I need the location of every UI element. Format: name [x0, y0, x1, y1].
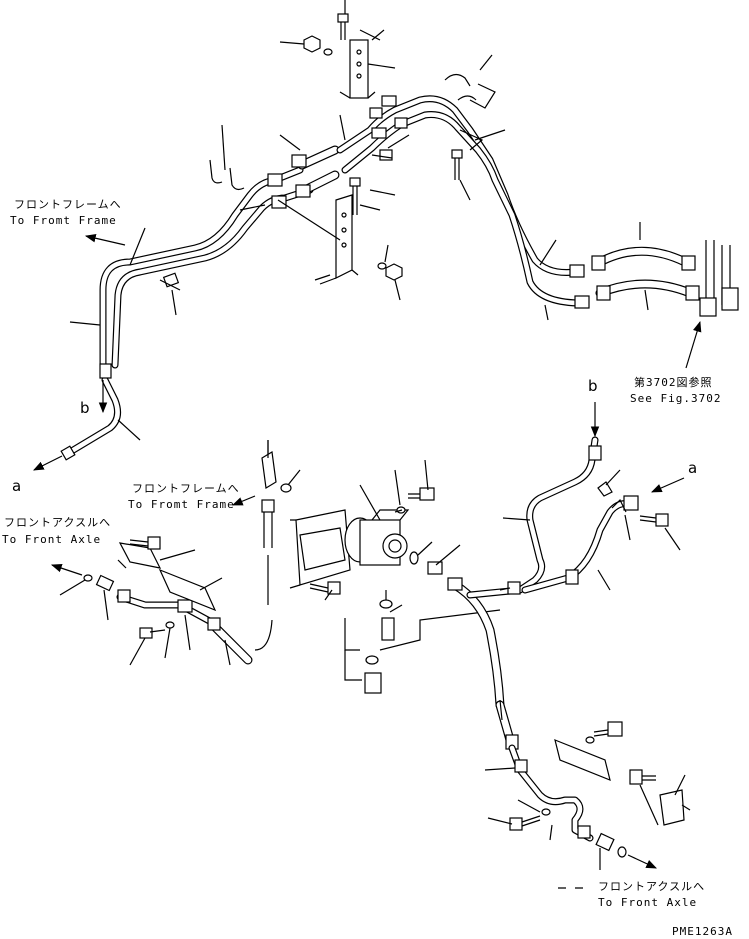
label-to-front-axle-bottom-jp: フロントアクスルへ	[598, 880, 706, 893]
tube-to-b	[466, 436, 599, 599]
tube-fitting	[574, 295, 590, 309]
o-ring-left	[83, 574, 93, 582]
top-bolt	[337, 13, 349, 40]
tube-fitting	[394, 117, 408, 129]
tube-fitting	[381, 95, 397, 107]
label-see-fig-en: See Fig.3702	[630, 392, 722, 405]
arrow-see-fig	[685, 320, 702, 369]
leader-lines-upper	[69, 0, 649, 441]
lower-switch	[364, 655, 382, 694]
o-ring	[409, 551, 419, 565]
clip-bolt	[451, 149, 463, 180]
fitting-b-right	[588, 445, 602, 461]
hose-fitting	[295, 184, 311, 198]
tube-fitting	[565, 569, 579, 585]
label-to-front-axle-bottom-en: To Front Axle	[598, 896, 698, 909]
tube-fitting	[577, 825, 591, 839]
bottom-bolt-3	[509, 808, 551, 831]
arrow-to-front-axle-left	[50, 563, 83, 576]
label-to-front-axle-left-jp: フロントアクスルへ	[4, 516, 112, 529]
label-to-front-frame-top-jp: フロントフレームへ	[14, 198, 122, 211]
left-bolt-1	[129, 536, 161, 550]
ref-a-left: a	[12, 477, 22, 495]
ref-a-right: a	[688, 459, 698, 477]
elbow-fitting	[261, 440, 292, 493]
upper-tube-line-2	[111, 186, 314, 369]
right-hose-pair	[593, 246, 695, 298]
support-rod	[277, 199, 341, 241]
valve-block-fig3702	[699, 240, 739, 317]
upper-tube-line-1	[99, 166, 304, 374]
tube-fitting	[177, 599, 193, 613]
adapter-left	[95, 574, 115, 592]
left-hose	[207, 619, 273, 665]
fitting-a-right	[611, 495, 639, 513]
bottom-clamp-bracket	[554, 739, 611, 781]
drawing-code: PME1263A	[672, 925, 733, 938]
label-see-fig-jp: 第3702図参照	[634, 376, 713, 389]
fitting-a-left	[60, 445, 76, 461]
clamp-bolt-left	[159, 272, 181, 291]
lower-bracket-bolt	[309, 581, 341, 595]
label-to-front-frame-mid-jp: フロントフレームへ	[132, 482, 240, 495]
u-clips	[444, 73, 496, 151]
tube-fitting	[569, 264, 585, 278]
tube-fitting	[514, 759, 528, 773]
hose-fitting	[681, 255, 696, 271]
tube-fitting	[371, 127, 387, 139]
hose-fitting	[591, 255, 606, 271]
hose-fitting	[267, 173, 283, 187]
mid-nut	[377, 262, 403, 281]
adapter-bottom	[595, 832, 615, 852]
fitting-b-top	[99, 363, 112, 379]
top-bracket	[339, 29, 381, 99]
arrow-a-right	[651, 477, 685, 493]
arrow-to-front-frame-top	[84, 233, 126, 246]
arrow-to-front-axle-bottom	[627, 854, 657, 869]
bottom-bolt-1	[585, 721, 623, 744]
tube-fitting	[369, 107, 383, 119]
hose-fitting	[291, 154, 307, 168]
ref-b-top: b	[80, 399, 90, 417]
upper-tube-to-a	[66, 376, 122, 456]
mid-bolt	[349, 177, 361, 215]
relay-valve	[344, 509, 410, 566]
hose-fitting	[271, 195, 287, 209]
upper-tube-right-2	[341, 111, 582, 307]
o-ring-bottom	[617, 846, 627, 858]
left-bolt-2	[139, 621, 175, 639]
arrow-to-front-frame-mid	[232, 495, 256, 506]
hose-fitting	[685, 285, 700, 301]
clamp-bolt-center	[371, 149, 393, 161]
ref-b-right: b	[588, 377, 598, 395]
small-clips-left	[209, 159, 245, 191]
hose-fitting	[596, 285, 611, 301]
lower-tube	[508, 744, 594, 842]
left-tube	[116, 593, 219, 628]
label-to-front-frame-mid-en: To Fromt Frame	[128, 498, 235, 511]
leader-lines-lower	[59, 440, 691, 870]
bottom-bolt-2	[629, 769, 656, 785]
bottom-bracket-right	[659, 789, 685, 826]
left-clamp-bracket-2	[158, 568, 217, 612]
upper-hose-pair	[297, 145, 340, 195]
label-to-front-axle-left-en: To Front Axle	[2, 533, 102, 546]
pressure-switch	[379, 590, 395, 641]
middle-bracket	[319, 194, 359, 285]
bolt-a-right	[639, 513, 669, 527]
valve-mounting-bracket	[289, 509, 351, 589]
vertical-connector	[261, 499, 275, 590]
hose-fitting	[447, 577, 463, 591]
valve-bolt	[396, 487, 435, 514]
hose-fitting	[207, 617, 221, 631]
clip-a-right	[597, 481, 613, 497]
nut-washer-top	[303, 35, 333, 56]
label-to-front-frame-top-en: To Fromt Frame	[10, 214, 117, 227]
bracket-edge	[379, 609, 501, 651]
arrow-a-left	[33, 455, 63, 471]
tube-fitting	[117, 589, 131, 603]
adapter-fitting	[427, 561, 443, 575]
